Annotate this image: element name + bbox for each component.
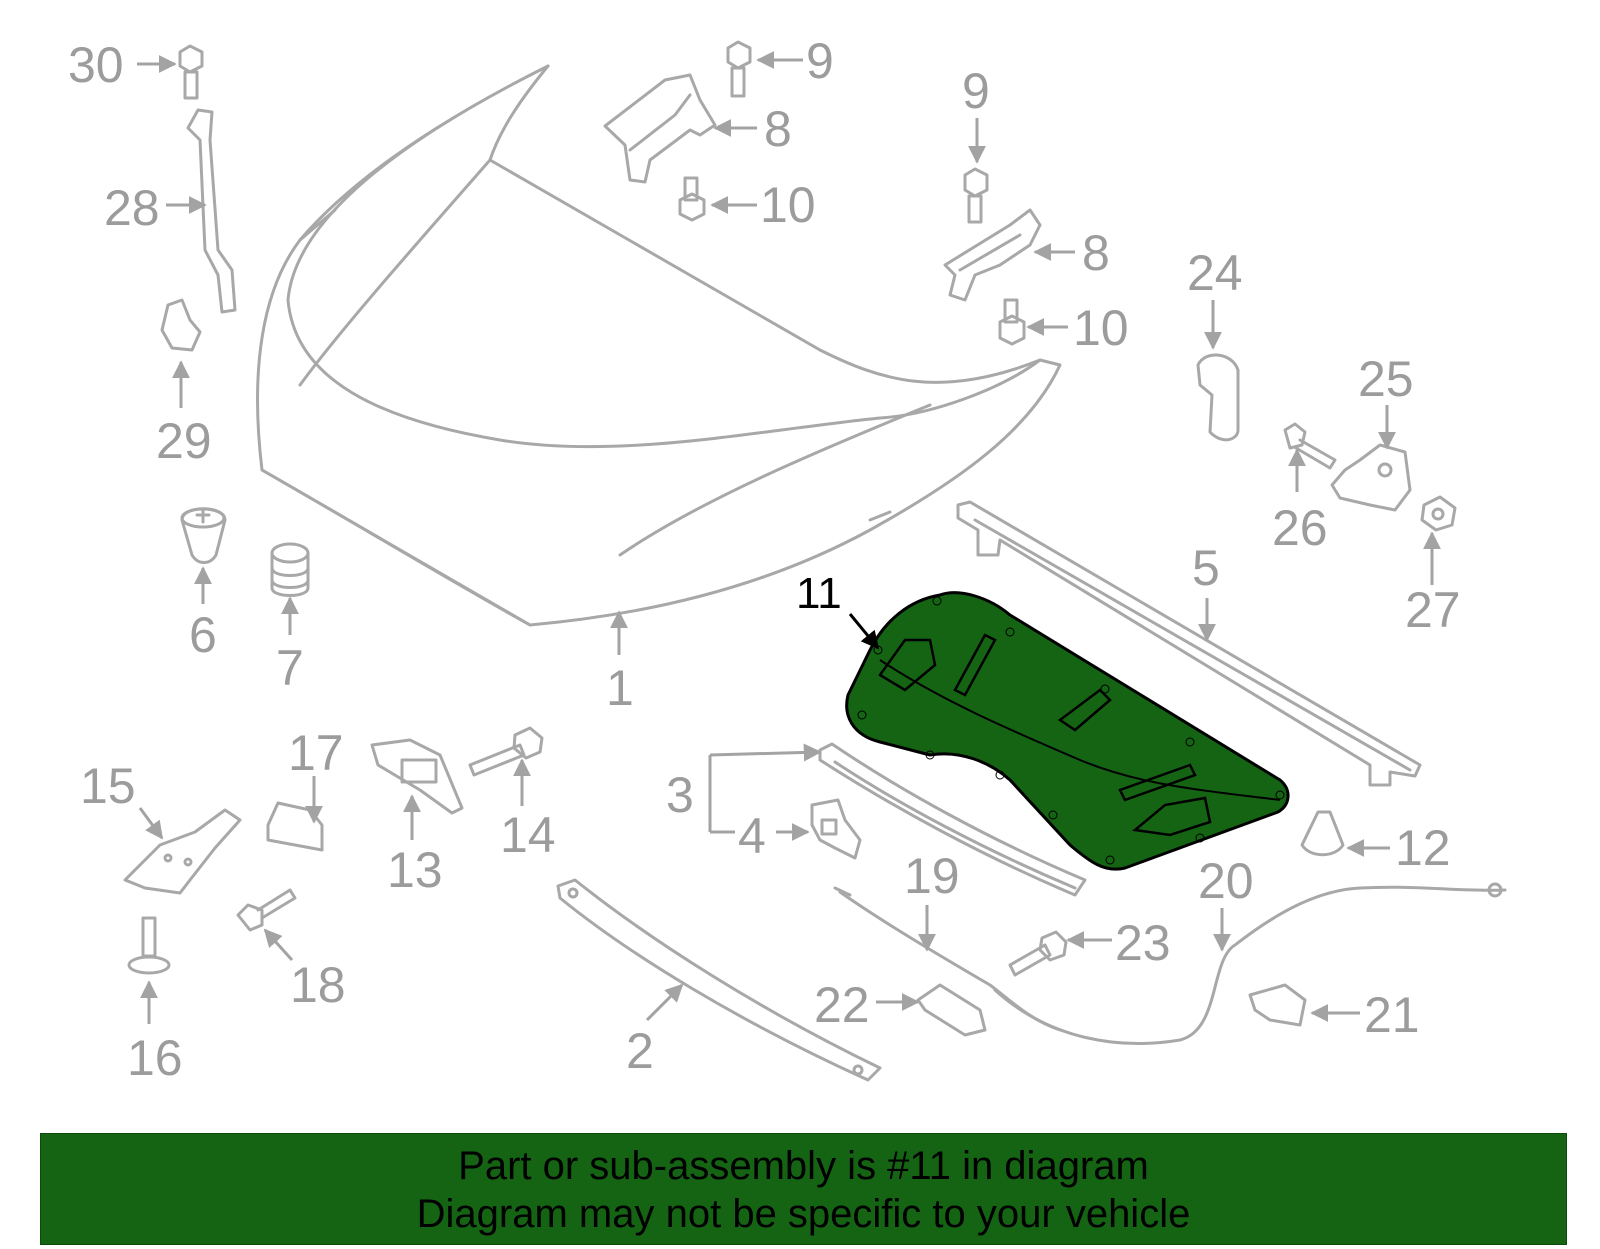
callout-5: 5 <box>1192 540 1220 596</box>
callout-18: 18 <box>290 957 346 1013</box>
callout-3: 3 <box>666 767 694 823</box>
callout-21: 21 <box>1364 987 1420 1043</box>
strip-part-5[interactable] <box>956 500 1422 787</box>
seal-strip-part-2[interactable] <box>556 878 882 1082</box>
callout-13: 13 <box>387 842 443 898</box>
cover-part-24[interactable] <box>1196 353 1240 442</box>
bracket-part-13[interactable] <box>370 738 464 815</box>
callout-8-upper: 8 <box>764 101 792 157</box>
bolt-part-14[interactable] <box>468 726 544 777</box>
callout-26: 26 <box>1272 500 1328 556</box>
callout-7: 7 <box>276 640 304 696</box>
screw-part-16[interactable] <box>127 916 171 975</box>
callout-27: 27 <box>1405 582 1461 638</box>
nut-part-27[interactable] <box>1420 495 1457 532</box>
callout-8-lower: 8 <box>1082 225 1110 281</box>
bracket-part-21[interactable] <box>1248 983 1307 1027</box>
callout-25: 25 <box>1358 351 1414 407</box>
callout-22: 22 <box>814 977 870 1033</box>
callout-4: 4 <box>738 808 766 864</box>
bolt-part-30[interactable] <box>178 44 204 100</box>
callout-9-lower: 9 <box>962 63 990 119</box>
hinge-part-8-upper[interactable] <box>603 73 717 184</box>
latch-part-25[interactable] <box>1330 443 1412 512</box>
clip-part-17[interactable] <box>266 801 324 852</box>
callout-10-upper: 10 <box>760 177 816 233</box>
banner-line-disclaimer: Diagram may not be specific to your vehi… <box>416 1192 1191 1236</box>
callout-30: 30 <box>68 37 124 93</box>
clip-part-4[interactable] <box>810 798 862 860</box>
bolt-part-10-lower[interactable] <box>998 298 1026 346</box>
prop-rod-part-28[interactable] <box>186 108 237 314</box>
bumper-stop-part-6[interactable] <box>180 507 227 564</box>
bolt-part-9-lower[interactable] <box>963 167 989 224</box>
bolt-part-9-upper[interactable] <box>726 40 752 98</box>
bracket-part-15[interactable] <box>123 808 242 895</box>
hinge-part-8-lower[interactable] <box>943 208 1042 302</box>
callout-12: 12 <box>1395 820 1451 876</box>
callout-29: 29 <box>156 413 212 469</box>
bolt-part-26[interactable] <box>1283 422 1337 470</box>
callout-15: 15 <box>80 758 136 814</box>
insulator-part-11[interactable] <box>845 591 1290 871</box>
callout-6: 6 <box>189 607 217 663</box>
callout-28: 28 <box>104 180 160 236</box>
leader-lines <box>137 51 1441 1024</box>
bolt-part-18[interactable] <box>236 888 297 932</box>
weatherstrip-part-3[interactable] <box>818 742 1087 897</box>
hood-part-1[interactable] <box>256 64 1062 627</box>
callout-20: 20 <box>1198 853 1254 909</box>
callout-1: 1 <box>606 660 634 716</box>
callout-23: 23 <box>1115 915 1171 971</box>
handle-part-22[interactable] <box>916 983 987 1037</box>
callout-17: 17 <box>288 725 344 781</box>
clip-part-29[interactable] <box>160 298 202 352</box>
banner-line-part-info: Part or sub-assembly is #11 in diagram <box>458 1144 1149 1188</box>
callout-9-upper: 9 <box>806 33 834 89</box>
cushion-part-7[interactable] <box>270 542 310 597</box>
callout-labels: 30 9 8 10 9 8 10 28 29 6 7 1 5 24 25 26 … <box>68 33 1461 1086</box>
push-clip-part-12[interactable] <box>1300 810 1345 857</box>
callout-24: 24 <box>1187 245 1243 301</box>
bolt-part-10-upper[interactable] <box>678 176 706 222</box>
callout-11: 11 <box>796 569 842 618</box>
callout-16: 16 <box>127 1030 183 1086</box>
parts-diagram: 30 9 8 10 9 8 10 28 29 6 7 1 5 24 25 26 … <box>68 33 1507 1086</box>
callout-10-lower: 10 <box>1073 300 1129 356</box>
callout-2: 2 <box>626 1023 654 1079</box>
callout-19: 19 <box>904 848 960 904</box>
release-cable-part-20[interactable] <box>993 882 1507 1045</box>
callout-14: 14 <box>500 807 556 863</box>
bolt-part-23[interactable] <box>1008 930 1068 977</box>
info-banner: Part or sub-assembly is #11 in diagram D… <box>40 1133 1567 1245</box>
